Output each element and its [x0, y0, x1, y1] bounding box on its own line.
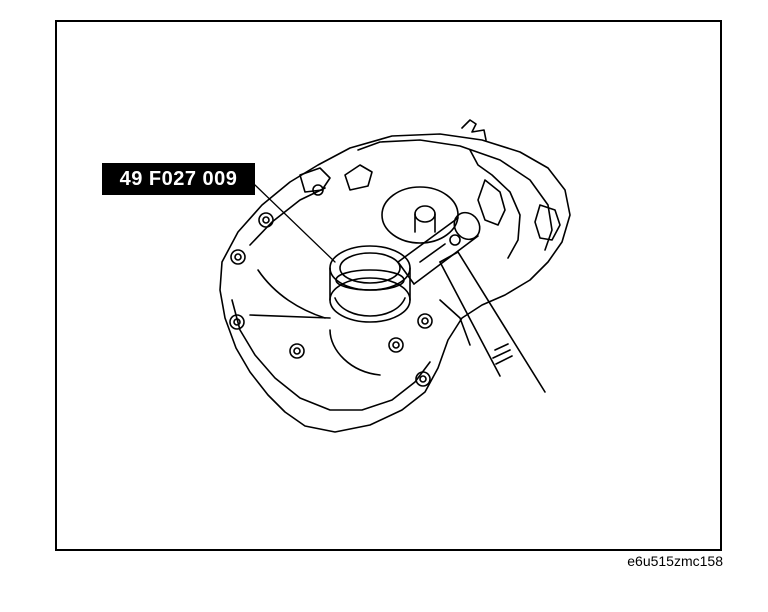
tool-number-label: 49 F027 009 [102, 163, 255, 195]
leader-line [254, 184, 336, 263]
hammer-handle [439, 251, 546, 393]
figure-id: e6u515zmc158 [627, 553, 723, 569]
housing-flange [231, 187, 431, 411]
breather [461, 119, 487, 141]
diagram-frame [55, 20, 722, 551]
installer-tool [397, 211, 481, 285]
bolt-bosses [229, 184, 461, 387]
oil-seal [329, 245, 411, 323]
housing-outline [219, 133, 571, 433]
